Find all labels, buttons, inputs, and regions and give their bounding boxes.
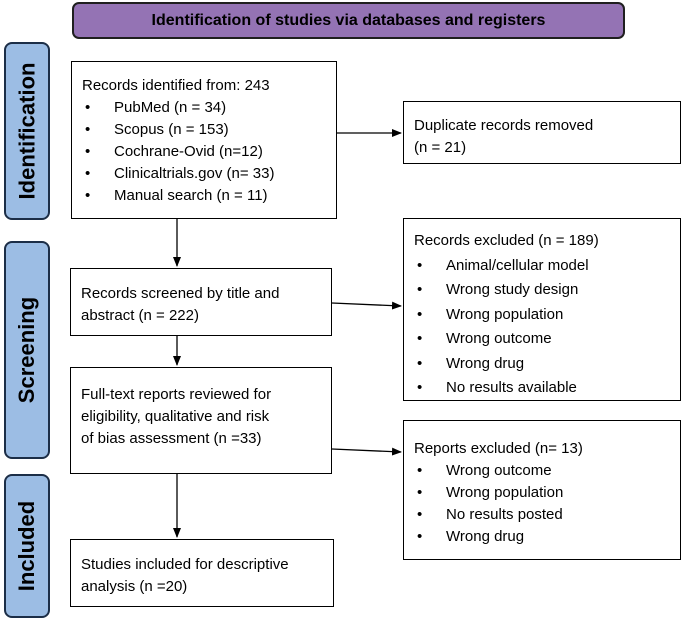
duplicates-removed-line-1: Duplicate records removed bbox=[414, 117, 594, 134]
studies-included-box: Studies included for descriptive analysi… bbox=[70, 539, 334, 607]
records-excluded-list: Animal/cellular model Wrong study design… bbox=[414, 254, 672, 401]
list-item: Wrong population bbox=[414, 482, 672, 504]
records-excluded-title: Records excluded (n = 189) bbox=[414, 232, 599, 249]
records-screened-line-1: Records screened by title and bbox=[81, 285, 280, 302]
arrow-fulltext-to-reports-excluded bbox=[331, 447, 402, 456]
duplicates-removed-box: Duplicate records removed (n = 21) bbox=[403, 101, 681, 164]
fulltext-reviewed-line-3: of bias assessment (n =33) bbox=[81, 430, 262, 447]
list-item: Scopus (n = 153) bbox=[82, 119, 328, 141]
phase-identification: Identification bbox=[4, 42, 50, 220]
records-excluded-box: Records excluded (n = 189) Animal/cellul… bbox=[403, 218, 681, 401]
arrow-screened-to-excluded bbox=[331, 301, 402, 310]
fulltext-reviewed-box: Full-text reports reviewed for eligibili… bbox=[70, 367, 332, 474]
list-item: Wrong population bbox=[414, 303, 672, 328]
fulltext-reviewed-line-2: eligibility, qualitative and risk bbox=[81, 408, 270, 425]
reports-excluded-title: Reports excluded (n= 13) bbox=[414, 440, 583, 457]
list-item: Manual search (n = 11) bbox=[82, 185, 328, 207]
fulltext-reviewed-line-1: Full-text reports reviewed for bbox=[81, 386, 272, 403]
reports-excluded-list: Wrong outcome Wrong population No result… bbox=[414, 460, 672, 548]
records-identified-list: PubMed (n = 34) Scopus (n = 153) Cochran… bbox=[82, 97, 328, 207]
duplicates-removed-line-2: (n = 21) bbox=[414, 139, 467, 156]
reports-excluded-box: Reports excluded (n= 13) Wrong outcome W… bbox=[403, 420, 681, 560]
list-item: PubMed (n = 34) bbox=[82, 97, 328, 119]
list-item: Cochrane-Ovid (n=12) bbox=[82, 141, 328, 163]
list-item: Wrong drug bbox=[414, 352, 672, 377]
records-screened-line-2: abstract (n = 222) bbox=[81, 307, 199, 324]
list-item: Wrong outcome bbox=[414, 460, 672, 482]
list-item: Clinicaltrials.gov (n= 33) bbox=[82, 163, 328, 185]
records-identified-title: Records identified from: 243 bbox=[82, 77, 270, 94]
phase-included: Included bbox=[4, 474, 50, 618]
list-item: Wrong study design bbox=[414, 278, 672, 303]
records-identified-box: Records identified from: 243 PubMed (n =… bbox=[71, 61, 337, 219]
header-banner: Identification of studies via databases … bbox=[72, 2, 625, 39]
list-item: Wrong drug bbox=[414, 526, 672, 548]
list-item: Wrong outcome bbox=[414, 327, 672, 352]
studies-included-line-1: Studies included for descriptive bbox=[81, 556, 289, 573]
records-screened-box: Records screened by title and abstract (… bbox=[70, 268, 332, 336]
phase-screening: Screening bbox=[4, 241, 50, 459]
studies-included-line-2: analysis (n =20) bbox=[81, 578, 188, 595]
list-item: No results posted bbox=[414, 504, 672, 526]
list-item: Animal/cellular model bbox=[414, 254, 672, 279]
header-title: Identification of studies via databases … bbox=[151, 11, 546, 29]
list-item: No results available bbox=[414, 376, 672, 401]
